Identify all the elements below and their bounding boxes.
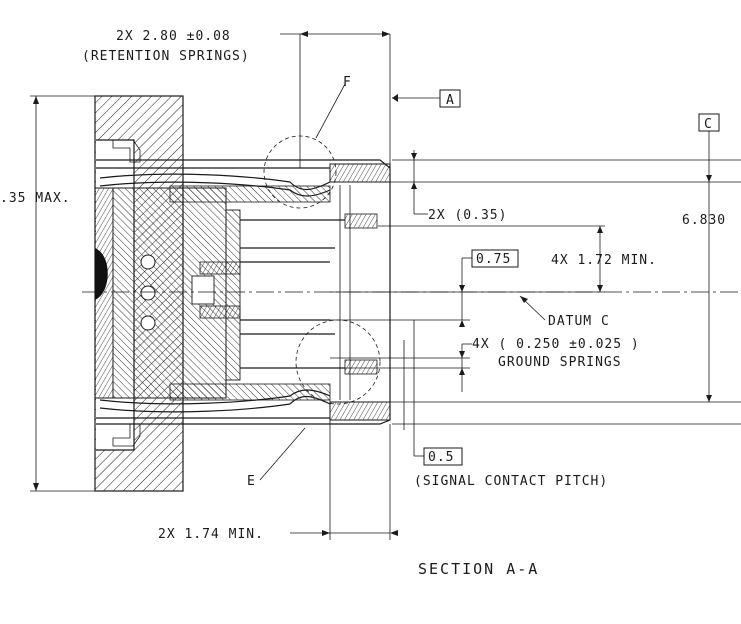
black-insert-feature bbox=[95, 248, 108, 300]
max-height-dim: .35 MAX. bbox=[0, 191, 71, 206]
clip-details bbox=[112, 139, 141, 447]
min-172-dim: 4X 1.72 MIN. bbox=[551, 253, 657, 268]
connector-shell bbox=[96, 159, 391, 425]
datum-a-box bbox=[439, 89, 461, 108]
dimension-lines bbox=[30, 31, 741, 540]
datum-a-label: A bbox=[446, 93, 455, 108]
pitch-dim-note: (SIGNAL CONTACT PITCH) bbox=[414, 474, 608, 489]
section-title: SECTION A-A bbox=[418, 560, 539, 578]
min-174-dim: 2X 1.74 MIN. bbox=[158, 527, 264, 542]
insert-body bbox=[94, 187, 227, 399]
datum-c-label: DATUM C bbox=[548, 314, 610, 329]
datum-c-box bbox=[698, 113, 720, 132]
ref-075-box bbox=[471, 249, 519, 268]
detail-e-label: E bbox=[247, 474, 256, 489]
contacts bbox=[191, 185, 378, 400]
ground-dim-value: 4X ( 0.250 ±0.025 ) bbox=[472, 337, 640, 352]
ref-075-dim: 0.75 bbox=[476, 252, 511, 267]
retention-dim-note: (RETENTION SPRINGS) bbox=[82, 49, 250, 64]
overall-dim: 6.830 bbox=[682, 213, 726, 228]
retention-dim-value: 2X 2.80 ±0.08 bbox=[116, 29, 231, 44]
pitch-box bbox=[423, 447, 463, 466]
pitch-dim-value: 0.5 bbox=[428, 450, 454, 465]
retention-springs bbox=[99, 173, 331, 413]
ground-dim-note: GROUND SPRINGS bbox=[498, 355, 622, 370]
gap-dim: 2X (0.35) bbox=[428, 208, 507, 223]
datum-c-box-label: C bbox=[704, 117, 713, 132]
detail-f-label: F bbox=[343, 75, 352, 90]
